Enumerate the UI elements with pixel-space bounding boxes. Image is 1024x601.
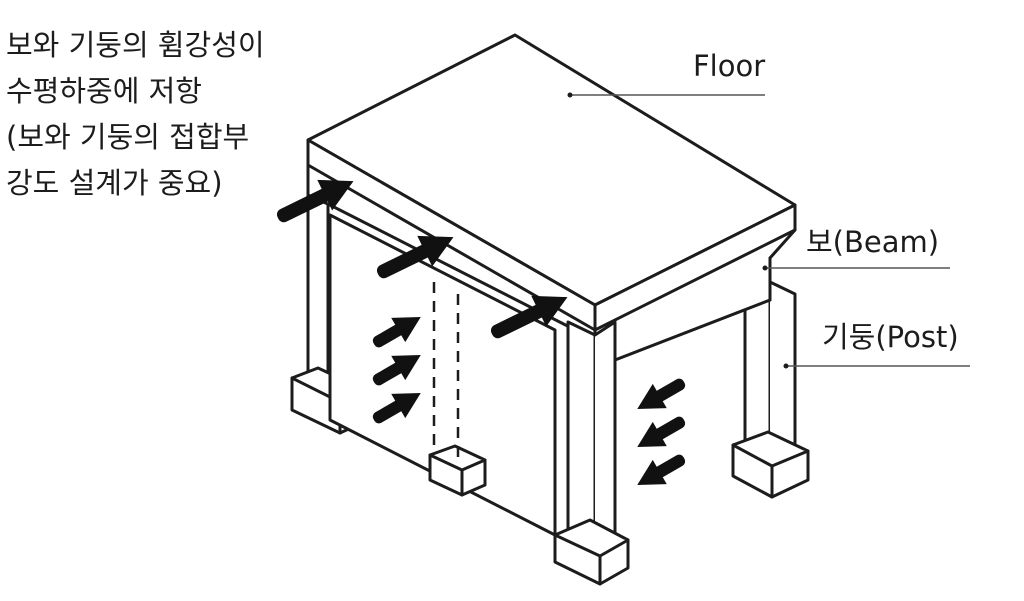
arrow-wall-3	[372, 393, 421, 424]
post-back-right	[731, 280, 810, 499]
post-label: 기둥(Post)	[822, 320, 959, 354]
arrow-wall-1	[372, 317, 421, 348]
arrow-wall-2	[372, 355, 421, 386]
beam-label: 보(Beam)	[806, 225, 939, 259]
floor-slab	[306, 33, 797, 332]
beam-leader-dot	[762, 265, 768, 271]
arrow-beam-1	[276, 179, 354, 223]
floor-label: Floor	[693, 49, 765, 83]
caption-line-1: 보와 기둥의 휨강성이	[6, 28, 265, 62]
arrow-beam-3	[490, 295, 568, 339]
caption-line-2: 수평하중에 저항	[6, 74, 202, 108]
post-front	[553, 320, 630, 586]
arrow-beam-2	[376, 235, 454, 279]
arrow-right-1	[637, 378, 686, 409]
post-leader-dot	[783, 363, 789, 369]
caption-text: 보와 기둥의 휨강성이 수평하중에 저항 (보와 기둥의 접합부 강도 설계가 …	[6, 22, 306, 206]
arrow-right-2	[637, 416, 686, 447]
caption-line-3: (보와 기둥의 접합부	[6, 120, 250, 154]
footing-middle	[428, 444, 487, 497]
arrow-right-3	[637, 454, 686, 485]
floor-leader-dot	[567, 92, 573, 98]
force-arrows	[276, 179, 686, 485]
caption-line-4: 강도 설계가 중요)	[6, 166, 223, 200]
